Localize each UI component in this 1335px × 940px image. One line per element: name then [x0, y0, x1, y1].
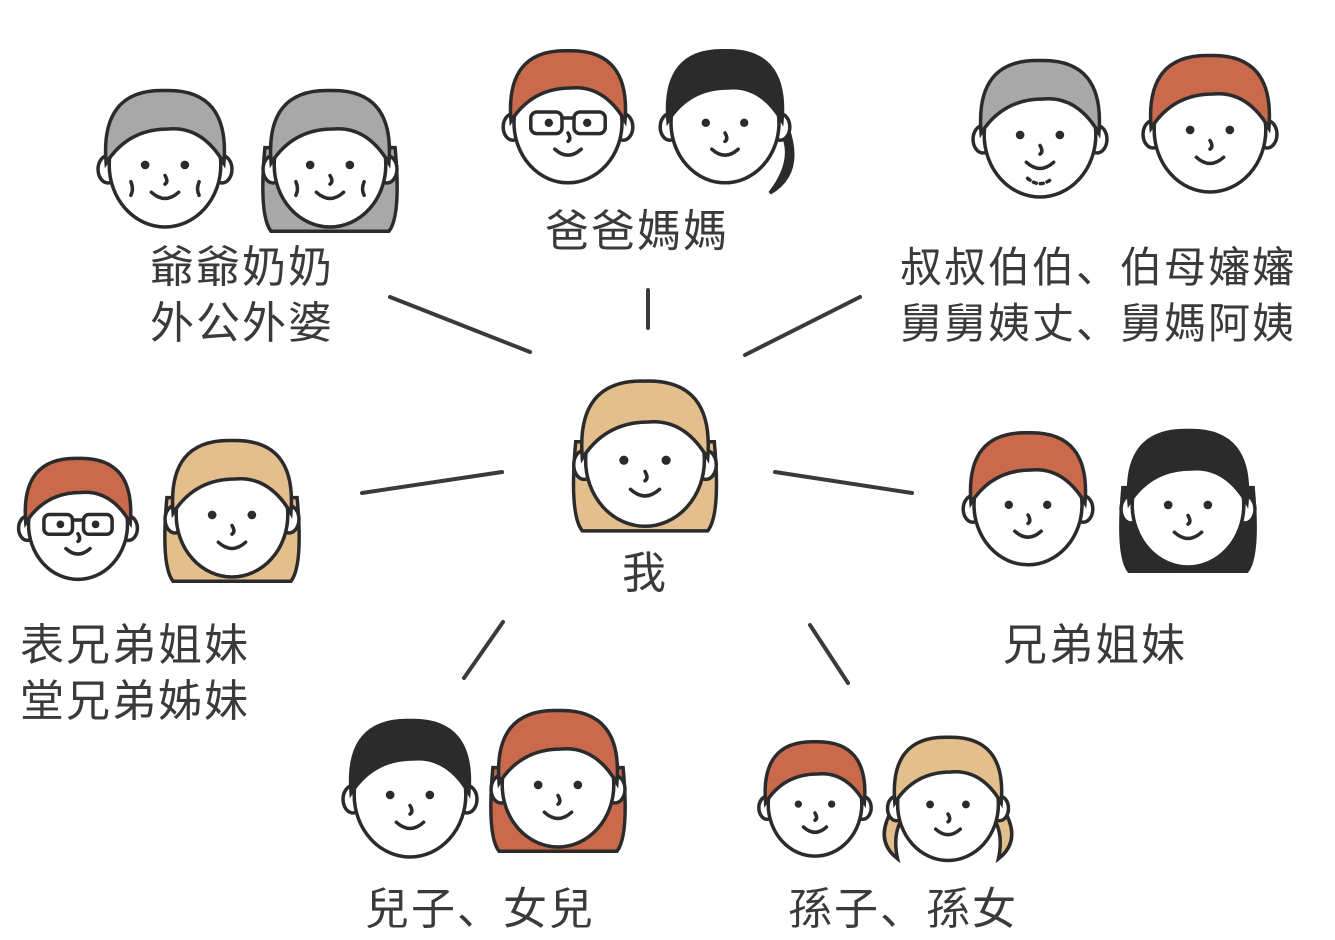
daughter-face: [489, 708, 627, 854]
label-grandparents: 爺爺奶奶 外公外婆: [150, 240, 334, 352]
cousin-girl-face: [163, 438, 301, 584]
uncle-face: [971, 58, 1109, 199]
label-uncles-aunts: 叔叔伯伯、伯母嬸嬸 舅舅姨丈、舅媽阿姨: [900, 240, 1296, 352]
son-face: [341, 718, 479, 859]
father-face: [501, 49, 635, 185]
connector-grandchildren: [808, 623, 850, 685]
me-face: [571, 379, 719, 533]
label-line: 堂兄弟姊妹: [20, 676, 250, 727]
label-line: 叔叔伯伯、伯母嬸嬸: [900, 243, 1297, 292]
mother-face: [658, 49, 795, 195]
aunt-face: [1141, 53, 1279, 194]
label-parents: 爸爸媽媽: [545, 204, 729, 260]
connector-uncles-aunts: [743, 295, 862, 357]
faces-layer: [16, 49, 1279, 864]
grandma-face: [261, 88, 399, 234]
label-children: 兒子、女兒: [365, 882, 595, 938]
grandpa-face: [96, 88, 234, 229]
brother-face: [961, 431, 1095, 567]
connector-lines: [360, 288, 914, 685]
label-line: 爸爸媽媽: [545, 206, 729, 257]
label-line: 舅舅姨丈、舅媽阿姨: [900, 299, 1297, 348]
label-line: 我: [622, 548, 668, 599]
label-line: 外公外婆: [150, 298, 334, 349]
cousin-boy-face: [16, 456, 140, 582]
connector-siblings: [773, 470, 914, 495]
label-line: 孫子、孫女: [788, 884, 1018, 935]
label-line: 兄弟姐妹: [1003, 620, 1187, 671]
label-cousins: 表兄弟姐妹 堂兄弟姊妹: [20, 618, 250, 730]
connector-cousins: [360, 470, 504, 495]
label-siblings: 兄弟姐妹: [1003, 618, 1187, 674]
connector-grandparents: [388, 295, 532, 354]
label-me: 我: [622, 546, 668, 602]
grandson-face: [757, 740, 873, 858]
connector-children: [462, 620, 505, 680]
sister-face: [1119, 428, 1257, 574]
label-grandchildren: 孫子、孫女: [788, 882, 1018, 938]
label-line: 表兄弟姐妹: [20, 620, 250, 671]
granddaughter-face: [882, 735, 1014, 864]
label-line: 爺爺奶奶: [150, 242, 334, 293]
label-line: 兒子、女兒: [365, 884, 595, 935]
